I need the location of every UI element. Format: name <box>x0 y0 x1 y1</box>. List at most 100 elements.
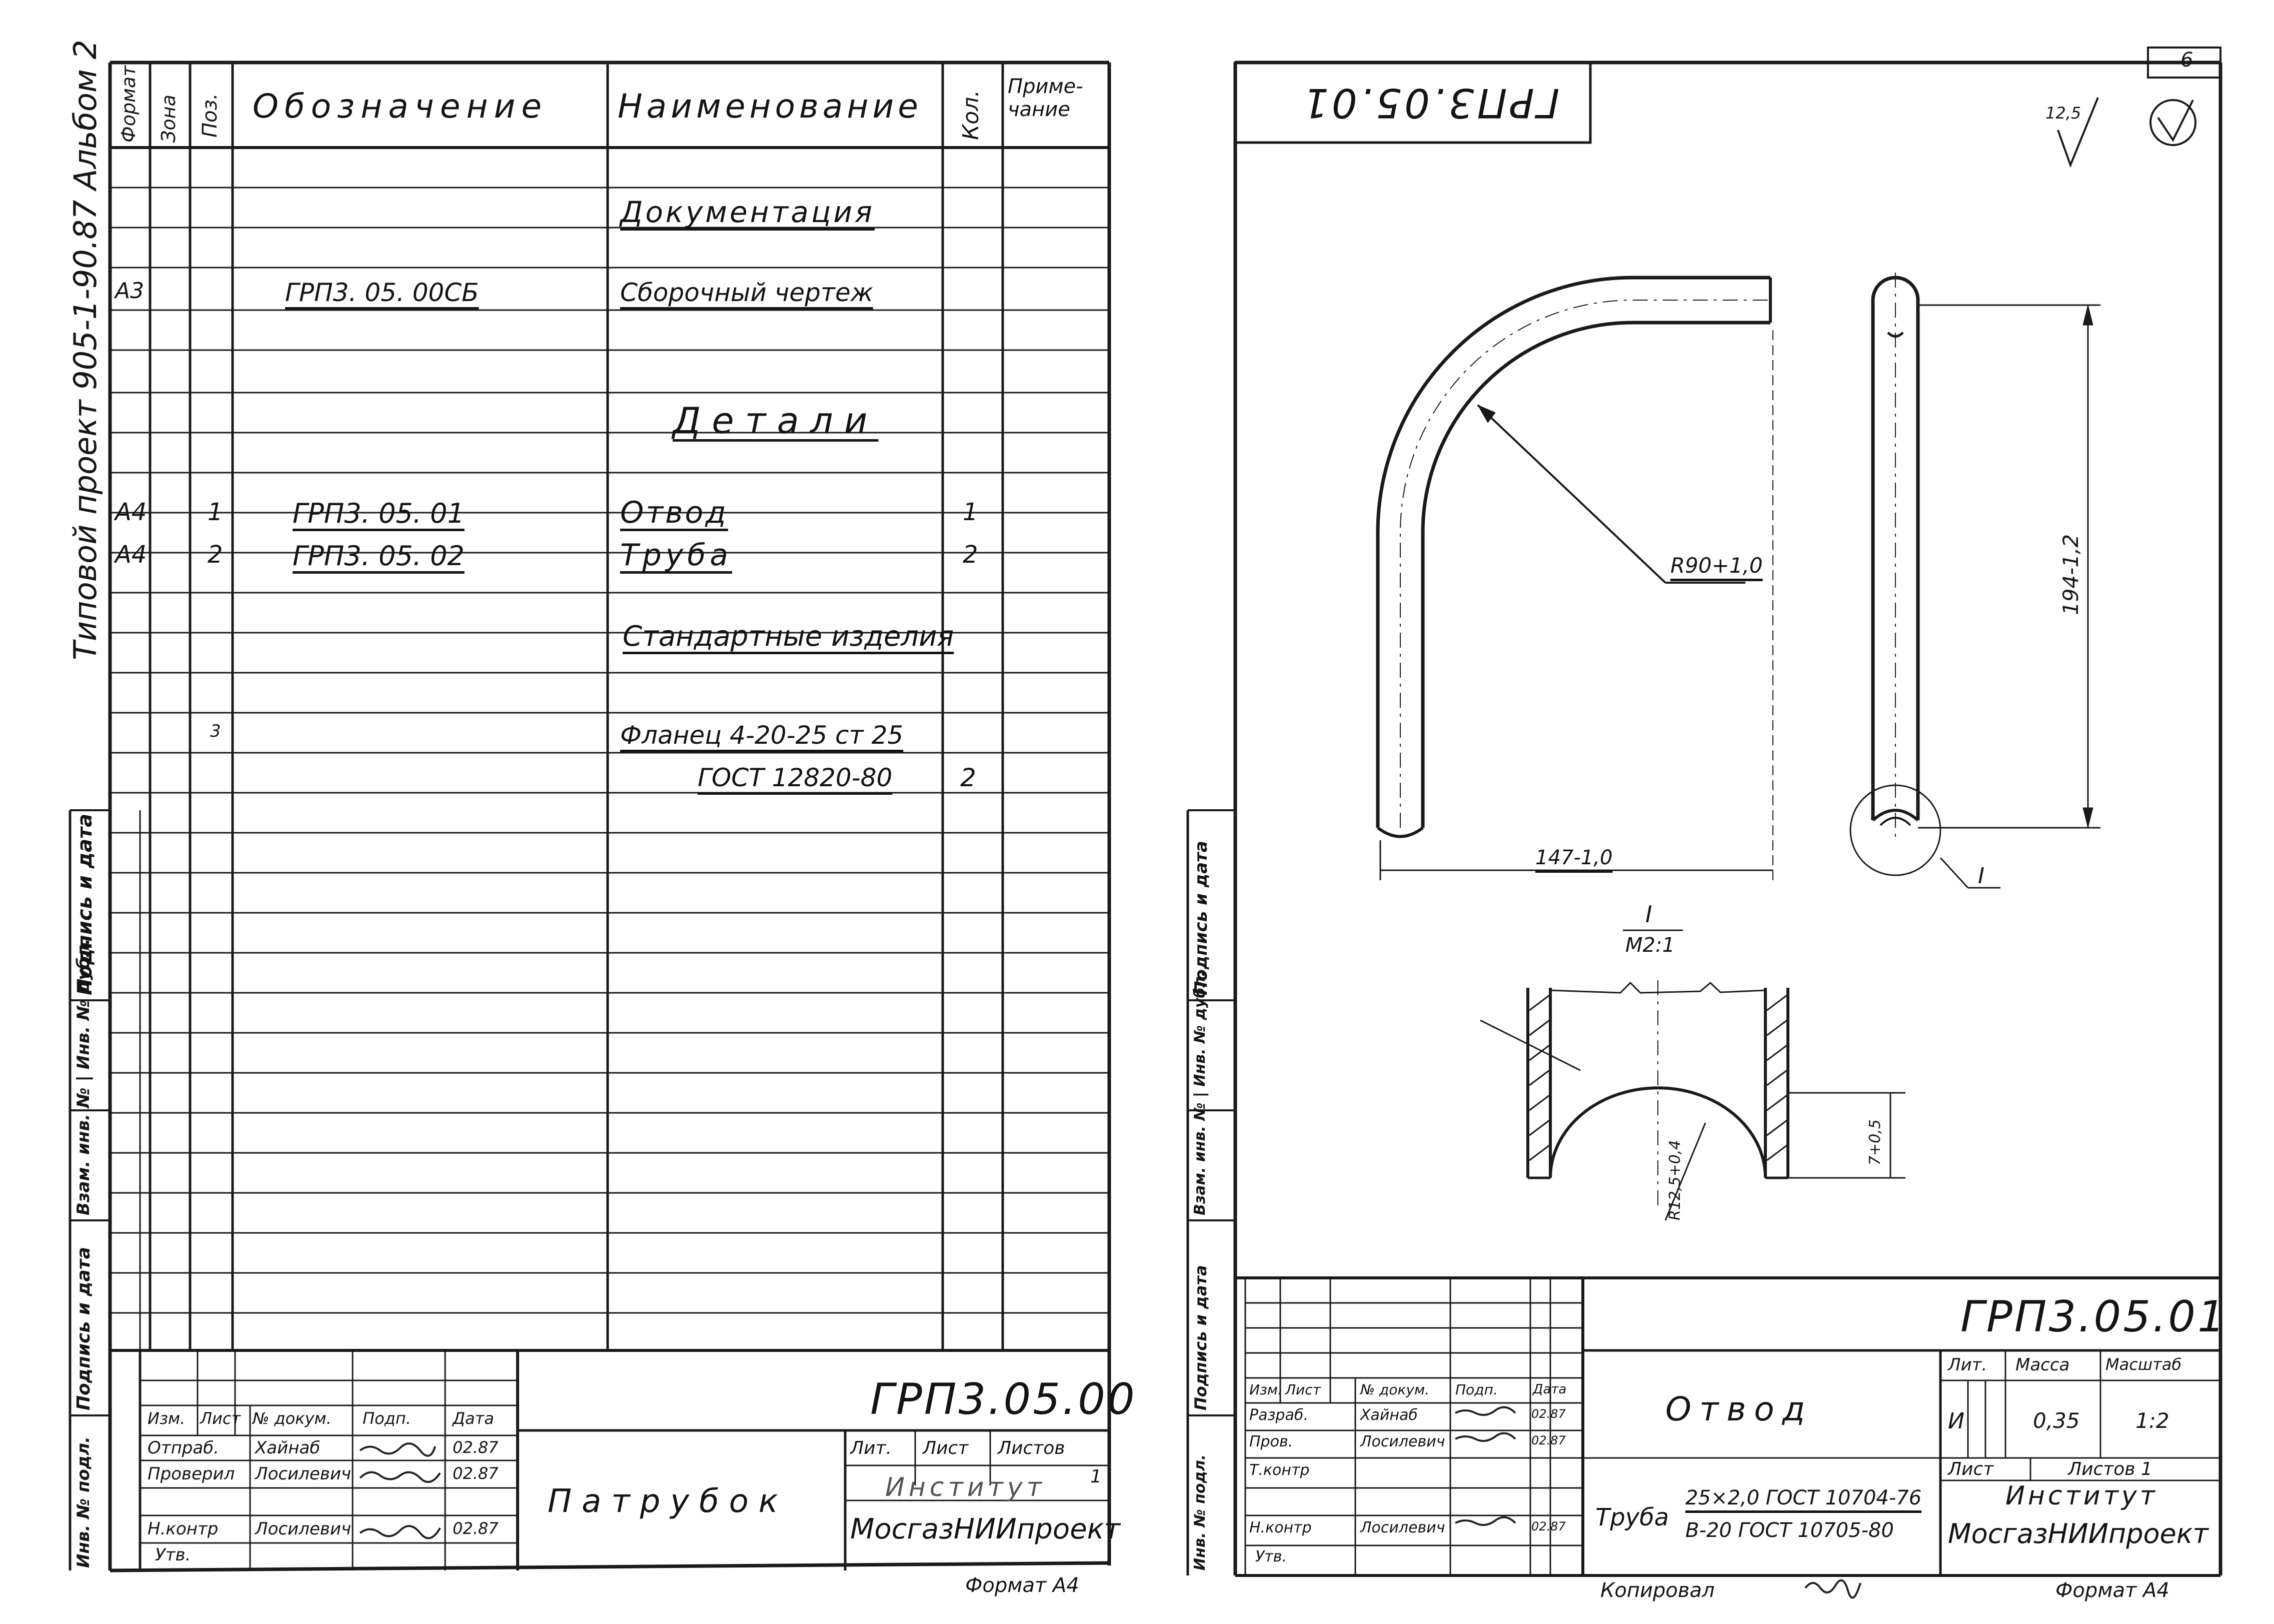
mass-header: Масса <box>2015 1355 2070 1375</box>
tb-role-doc: № докум. <box>1360 1381 1430 1398</box>
detail-scale: М2:1 <box>1625 934 1675 957</box>
sheet-header: Лист <box>1948 1459 1994 1479</box>
tb-person-role: Отпраб. <box>148 1438 219 1458</box>
pipe-side-view <box>1849 273 2100 889</box>
lit-header: Лит. <box>1948 1355 1987 1375</box>
tb-role-sign: Подп. <box>363 1409 411 1428</box>
drawing-material-2: В-20 ГОСТ 10705-80 <box>1685 1519 1894 1542</box>
drawing-material-1: 25×2,0 ГОСТ 10704-76 <box>1685 1486 1922 1509</box>
tb-person-role: Пров. <box>1249 1433 1293 1450</box>
tb-person-name: Лосилевич <box>1360 1433 1445 1450</box>
dim-radius: R90+1,0 <box>1670 553 1763 578</box>
row-qty: 1 <box>963 498 978 526</box>
mass-value: 0,35 <box>2033 1408 2080 1433</box>
tb-person-role: Утв. <box>1255 1548 1287 1565</box>
header-note: Приме-чание <box>1008 75 1083 121</box>
tb-person-date: 02.87 <box>1531 1519 1566 1533</box>
page-number: 6 <box>2180 49 2193 72</box>
drawing-institute-2: МосгазНИИпроект <box>1948 1518 2208 1549</box>
drawing-material-prefix: Труба <box>1595 1503 1669 1531</box>
roughness-value: 12,5 <box>2045 104 2081 123</box>
spec-sheets-header: Листов <box>998 1438 1065 1458</box>
copied-by-label: Копировал <box>1600 1579 1715 1602</box>
tb-role-sign: Подп. <box>1455 1381 1498 1398</box>
lit-value: И <box>1948 1408 1964 1434</box>
scale-value: 1:2 <box>2135 1408 2169 1433</box>
tb-role-change: Изм. <box>148 1409 186 1428</box>
detail-label: I <box>1645 901 1652 928</box>
row-name: ГОСТ 12820-80 <box>698 763 893 792</box>
row-pos: 1 <box>208 498 223 526</box>
row-designation: ГРП3. 05. 01 <box>293 498 465 529</box>
tb-person-date: 02.87 <box>1531 1407 1566 1421</box>
tb-role-sheet: Лист <box>1285 1381 1321 1398</box>
spec-sheet-header: Лист <box>923 1438 969 1458</box>
spec-institute-1: Институт <box>885 1472 1046 1502</box>
tb-role-doc: № докум. <box>253 1409 332 1428</box>
tb-role-change: Изм. <box>1249 1381 1282 1398</box>
spec-doc-title: Патрубок <box>548 1483 788 1520</box>
dim-height: 194-1,2 <box>2058 534 2083 615</box>
row-name: Отвод <box>620 495 728 530</box>
tb-person-role: Проверил <box>148 1464 235 1484</box>
detail-ref-label: I <box>1978 863 1984 889</box>
tb-person-role: Разраб. <box>1249 1406 1308 1424</box>
row-format: А4 <box>115 541 147 569</box>
tb-role-sheet: Лист <box>200 1409 241 1428</box>
drawing-doc-code: ГРП3.05.01 <box>1960 1292 2227 1342</box>
tb-person-name: Хайнаб <box>255 1438 321 1458</box>
spec-doc-code: ГРП3.05.00 <box>870 1374 1137 1424</box>
scale-header: Масштаб <box>2105 1355 2182 1374</box>
margin-label-original-inv: Инв. № подл. <box>1191 1454 1209 1570</box>
row-pos: 3 <box>210 721 221 741</box>
spec-format-label: Формат А4 <box>965 1574 1079 1597</box>
row-format: А4 <box>115 498 147 526</box>
dim-cut-radius: R12,5+0,4 <box>1666 1140 1684 1221</box>
tb-person-date: 02.87 <box>453 1438 499 1457</box>
tb-person-date: 02.87 <box>1531 1433 1566 1447</box>
section-parts: Детали <box>673 400 879 442</box>
elbow-part-drawing <box>1376 276 1773 880</box>
section-documentation: Документация <box>620 195 875 229</box>
tb-person-name: Лосилевич <box>1360 1519 1445 1536</box>
sheets-header: Листов 1 <box>2068 1459 2152 1479</box>
row-qty: 2 <box>963 541 978 569</box>
spec-sheet-value: 1 <box>1090 1466 1102 1487</box>
roughness-symbol <box>2057 97 2196 168</box>
tb-person-name: Лосилевич <box>255 1519 352 1539</box>
section-standard: Стандартные изделия <box>623 620 954 653</box>
row-name: Труба <box>620 538 733 573</box>
tb-person-date: 02.87 <box>453 1519 499 1538</box>
tb-person-name: Лосилевич <box>255 1464 352 1484</box>
tb-person-date: 02.87 <box>453 1464 499 1483</box>
drawing-institute-1: Институт <box>2005 1481 2158 1511</box>
drawing-doc-title: Отвод <box>1665 1390 1813 1428</box>
mirrored-doc-code: ГРП3.05.01 <box>1300 80 1560 126</box>
dim-cut-height: 7+0,5 <box>1866 1119 1884 1165</box>
row-name: Фланец 4-20-25 ст 25 <box>620 721 904 750</box>
tb-person-role: Утв. <box>155 1545 191 1565</box>
spec-institute-2: МосгазНИИпроект <box>850 1513 1121 1545</box>
dim-width: 147-1,0 <box>1535 846 1613 869</box>
margin-label-replacement: Взам. инв. № | Инв. № дубл. <box>1191 971 1209 1215</box>
tb-role-date: Дата <box>453 1409 494 1428</box>
header-name: Наименование <box>618 87 922 126</box>
row-designation: ГРП3. 05. 00СБ <box>285 278 479 307</box>
detail-section-view <box>1480 929 1905 1221</box>
spec-lit-header: Лит. <box>850 1438 892 1458</box>
tb-person-role: Н.контр <box>1249 1519 1312 1536</box>
row-pos: 2 <box>208 541 223 569</box>
tb-role-date: Дата <box>1533 1382 1567 1397</box>
margin-label-signature-date-2: Подпись и дата <box>1191 1265 1210 1410</box>
header-designation: Обозначение <box>253 87 548 126</box>
drawing-format-label: Формат А4 <box>2055 1579 2169 1602</box>
row-name: Сборочный чертеж <box>620 278 873 307</box>
row-qty: 2 <box>960 763 976 792</box>
tb-person-name: Хайнаб <box>1360 1406 1418 1424</box>
tb-person-role: Т.контр <box>1249 1461 1310 1479</box>
tb-person-role: Н.контр <box>148 1519 219 1539</box>
row-format: А3 <box>115 278 145 304</box>
row-designation: ГРП3. 05. 02 <box>293 540 465 572</box>
